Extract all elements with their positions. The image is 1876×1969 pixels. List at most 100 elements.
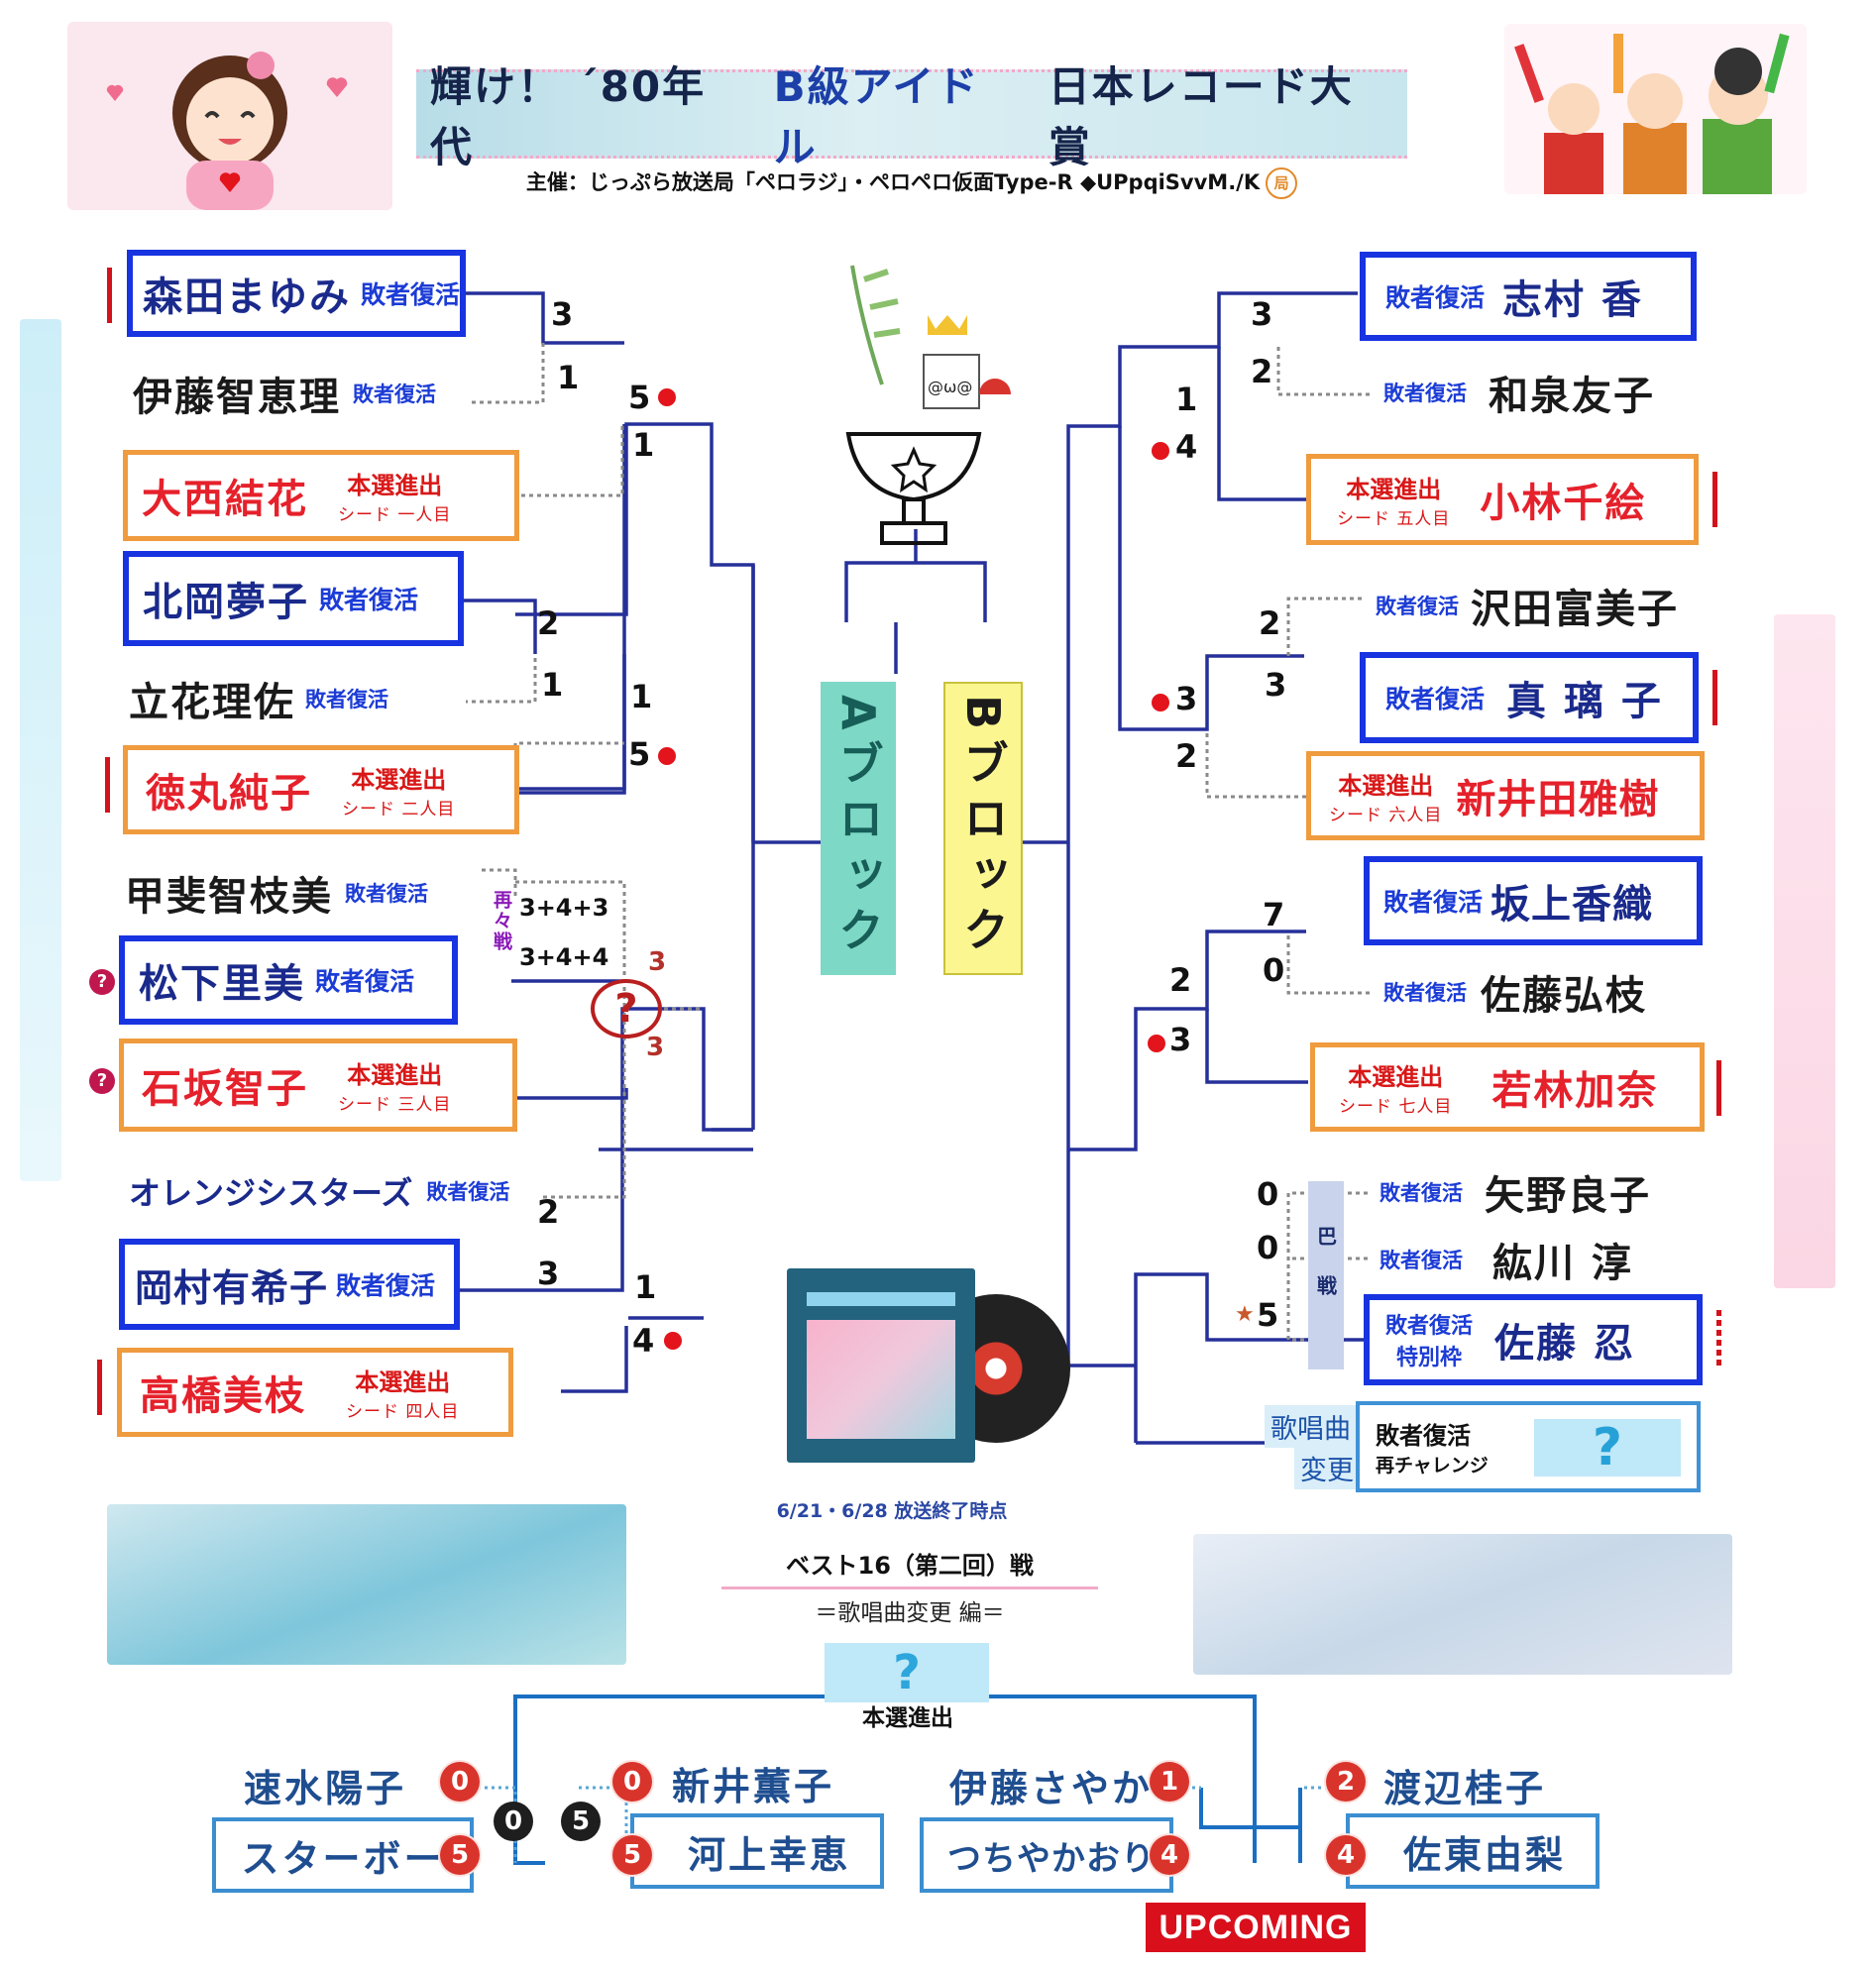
left-entry-10[interactable]: オレンジシスターズ 敗者復活 xyxy=(129,1159,509,1223)
left-entry-8[interactable]: 松下里美 敗者復活 xyxy=(119,935,458,1025)
right-entry-6[interactable]: 本選進出 シード 六人目 新井田雅樹 xyxy=(1306,751,1705,840)
left-entry-3[interactable]: 大西結花 本選進出 シード 一人目 xyxy=(123,450,519,541)
winner-dot-r1 xyxy=(1152,442,1169,460)
left-entry-3-name: 大西結花 xyxy=(142,477,308,522)
left-entry-5-name: 立花理佐 xyxy=(129,680,295,725)
left-marker-6 xyxy=(105,757,110,813)
bottom-player-4-name: 河上幸恵 xyxy=(687,1832,850,1877)
bottom-player-8-name: 佐東由梨 xyxy=(1402,1832,1566,1877)
bottom-player-7[interactable]: 渡辺桂子 xyxy=(1383,1767,1547,1810)
organizer: 主催：じっぷら放送局「ペロラジ」・ペロペロ仮面Type-R ◆UPpqiSvvM… xyxy=(416,166,1407,199)
right-entry-6-seed: 本選進出 シード 六人目 xyxy=(1329,766,1442,825)
right-score-m6-bot: 3 xyxy=(1169,1021,1192,1058)
bottom-player-3[interactable]: 新井薫子 xyxy=(672,1765,835,1808)
title-banner: 輝け！ ´80年代 B級アイドル 日本レコード大賞 xyxy=(416,62,1407,171)
right-entry-1-tag: 敗者復活 xyxy=(1385,283,1486,312)
right-entry-12-name: 佐藤 忍 xyxy=(1494,1321,1635,1367)
svg-text:@ω@: @ω@ xyxy=(928,378,972,396)
right-entry-12-tag: 敗者復活 xyxy=(1385,1314,1474,1339)
left-entry-1-tag: 敗者復活 xyxy=(361,280,461,309)
right-score-m4-bot: 2 xyxy=(1175,737,1198,775)
left-entry-9[interactable]: 石坂智子 本選進出 シード 三人目 xyxy=(119,1039,517,1132)
right-entry-11-tag: 敗者復活 xyxy=(1379,1249,1463,1272)
right-score-t3: 5 xyxy=(1257,1296,1279,1334)
right-score-m2-bot: 4 xyxy=(1175,428,1198,466)
right-entry-4[interactable]: 敗者復活 沢田富美子 xyxy=(1376,571,1703,640)
left-entry-1[interactable]: 森田まゆみ 敗者復活 xyxy=(127,250,466,337)
right-entry-5-name: 真 璃 子 xyxy=(1506,679,1663,724)
right-entry-5[interactable]: 敗者復活 真 璃 子 xyxy=(1360,652,1699,743)
right-entry-9-tag: 本選進出 xyxy=(1348,1063,1444,1091)
bottom-player-4[interactable]: 河上幸恵 xyxy=(630,1813,884,1889)
right-score-m6-top: 2 xyxy=(1169,961,1192,999)
caption-edition: ＝歌唱曲変更 編＝ xyxy=(815,1600,1005,1626)
left-entry-11-tag: 敗者復活 xyxy=(336,1271,436,1300)
left-entry-4[interactable]: 北岡夢子 敗者復活 xyxy=(123,551,464,646)
caption-round: ベスト16（第二回）戦 xyxy=(721,1546,1098,1589)
left-entry-1-name: 森田まゆみ xyxy=(143,274,351,320)
caption-date: 6/21・6/28 放送終了時点 xyxy=(776,1500,1008,1522)
left-score-m2-bot: 1 xyxy=(632,426,655,464)
right-entry-6-tag: 本選進出 xyxy=(1338,772,1434,800)
left-entry-9-seedno: シード 三人目 xyxy=(338,1095,452,1115)
right-entry-3-tag: 本選進出 xyxy=(1346,476,1442,503)
bottom-player-8[interactable]: 佐東由梨 xyxy=(1346,1813,1600,1889)
bottom-player-2[interactable]: スターボー xyxy=(212,1817,474,1893)
record-header xyxy=(807,1292,955,1306)
rematch-label: 再々戦 xyxy=(491,890,512,952)
block-b-label: Bブロック xyxy=(943,682,1023,975)
right-entry-3[interactable]: 本選進出 シード 五人目 小林千絵 xyxy=(1306,454,1699,545)
left-entry-6[interactable]: 徳丸純子 本選進出 シード 二人目 xyxy=(123,745,519,834)
right-entry-5-tag: 敗者復活 xyxy=(1385,685,1486,713)
bottom-player-6[interactable]: つちやかおり xyxy=(920,1817,1173,1893)
left-marker-12 xyxy=(97,1360,102,1415)
bamboo-panel-left xyxy=(107,1504,626,1665)
block-a-label: Aブロック xyxy=(821,682,896,975)
watermelon-icon xyxy=(979,379,1011,394)
right-entry-9[interactable]: 本選進出 シード 七人目 若林加奈 xyxy=(1310,1042,1705,1132)
left-entry-2[interactable]: 伊藤智恵理 敗者復活 xyxy=(133,363,470,424)
left-entry-8-name: 松下里美 xyxy=(139,961,305,1007)
left-entry-3-seedno: シード 一人目 xyxy=(338,505,452,525)
retry-text: 敗者復活 再チャレンジ xyxy=(1376,1416,1489,1477)
right-score-m3-top: 2 xyxy=(1259,604,1281,642)
right-marker-3 xyxy=(1712,472,1717,527)
bottom-player-1[interactable]: 速水陽子 xyxy=(244,1767,407,1810)
right-entry-10[interactable]: 敗者復活 矢野良子 xyxy=(1379,1159,1710,1225)
retry-entry[interactable]: 敗者復活 再チャレンジ ? xyxy=(1356,1401,1701,1492)
bamboo-panel-right xyxy=(1193,1534,1732,1675)
tomoe-label: 巴戦 xyxy=(1308,1181,1344,1369)
right-entry-1[interactable]: 敗者復活 志村 香 xyxy=(1360,252,1697,341)
left-entry-4-name: 北岡夢子 xyxy=(143,580,309,625)
left-entry-11[interactable]: 岡村有希子 敗者復活 xyxy=(119,1239,460,1330)
bottom-player-2-name: スターボー xyxy=(241,1836,445,1881)
left-entry-7[interactable]: 甲斐智枝美 敗者復活 xyxy=(125,860,482,926)
winner-dot-2 xyxy=(658,747,676,765)
left-entry-12-tag: 本選進出 xyxy=(355,1368,451,1396)
right-entry-7-tag: 敗者復活 xyxy=(1383,888,1484,917)
winner-dot-r3 xyxy=(1148,1035,1165,1052)
right-entry-11[interactable]: 敗者復活 紘川 淳 xyxy=(1379,1229,1710,1290)
left-entry-3-seed: 本選進出 シード 一人目 xyxy=(338,466,451,525)
left-entry-12[interactable]: 高橋美枝 本選進出 シード 四人目 xyxy=(117,1348,513,1437)
bottom-score-3: 0 xyxy=(612,1762,652,1802)
right-entry-8-name: 佐藤弘枝 xyxy=(1481,973,1647,1019)
right-entry-7[interactable]: 敗者復活 坂上香織 xyxy=(1364,856,1703,945)
right-entry-2[interactable]: 敗者復活 和泉友子 xyxy=(1383,361,1701,424)
bottom-player-5[interactable]: 伊藤さやか xyxy=(949,1767,1154,1810)
right-entry-2-name: 和泉友子 xyxy=(1489,374,1655,419)
bottom-score-4: 5 xyxy=(612,1835,652,1875)
left-entry-7-tag: 敗者復活 xyxy=(345,882,428,906)
left-score-m4-top: 1 xyxy=(630,678,653,715)
right-entry-12[interactable]: 敗者復活 特別枠 佐藤 忍 xyxy=(1364,1294,1703,1385)
question-badge-icon-2: ? xyxy=(89,1068,115,1094)
title-left: 輝け！ ´80年代 xyxy=(430,62,707,171)
upcoming-badge: UPCOMING xyxy=(1146,1903,1366,1952)
right-entry-6-name: 新井田雅樹 xyxy=(1456,777,1660,822)
left-score-m1-bot: 1 xyxy=(557,359,580,396)
song-change-label-1: 歌唱曲 xyxy=(1265,1405,1357,1448)
right-entry-8[interactable]: 敗者復活 佐藤弘枝 xyxy=(1383,957,1710,1027)
left-score-m3-top: 2 xyxy=(537,604,560,642)
left-entry-5[interactable]: 立花理佐 敗者復活 xyxy=(129,664,466,733)
left-entry-9-seed: 本選進出 シード 三人目 xyxy=(338,1055,451,1115)
